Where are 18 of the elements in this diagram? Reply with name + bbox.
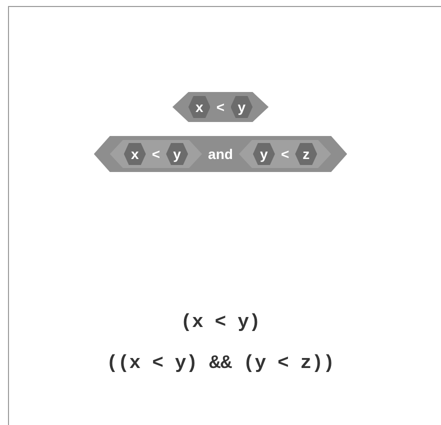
operator-text: < [280, 147, 290, 161]
value-slot [166, 143, 188, 165]
operator-text: < [152, 147, 160, 161]
value-slot [295, 143, 318, 165]
value-slot [230, 96, 253, 118]
operator-text: < [216, 100, 225, 114]
operator-text: and [208, 147, 233, 161]
value-slot [124, 143, 146, 165]
variable-name: y [238, 100, 246, 114]
code-expression: (x < y) [180, 310, 260, 335]
value-slot [188, 96, 210, 118]
code-expression: ((x < y) && (y < z)) [106, 350, 335, 376]
variable-name: x [196, 100, 204, 114]
value-slot [252, 143, 275, 165]
variable-name: y [173, 147, 181, 161]
variable-name: y [260, 147, 268, 161]
variable-name: x [130, 147, 139, 161]
variable-name: z [302, 147, 310, 161]
